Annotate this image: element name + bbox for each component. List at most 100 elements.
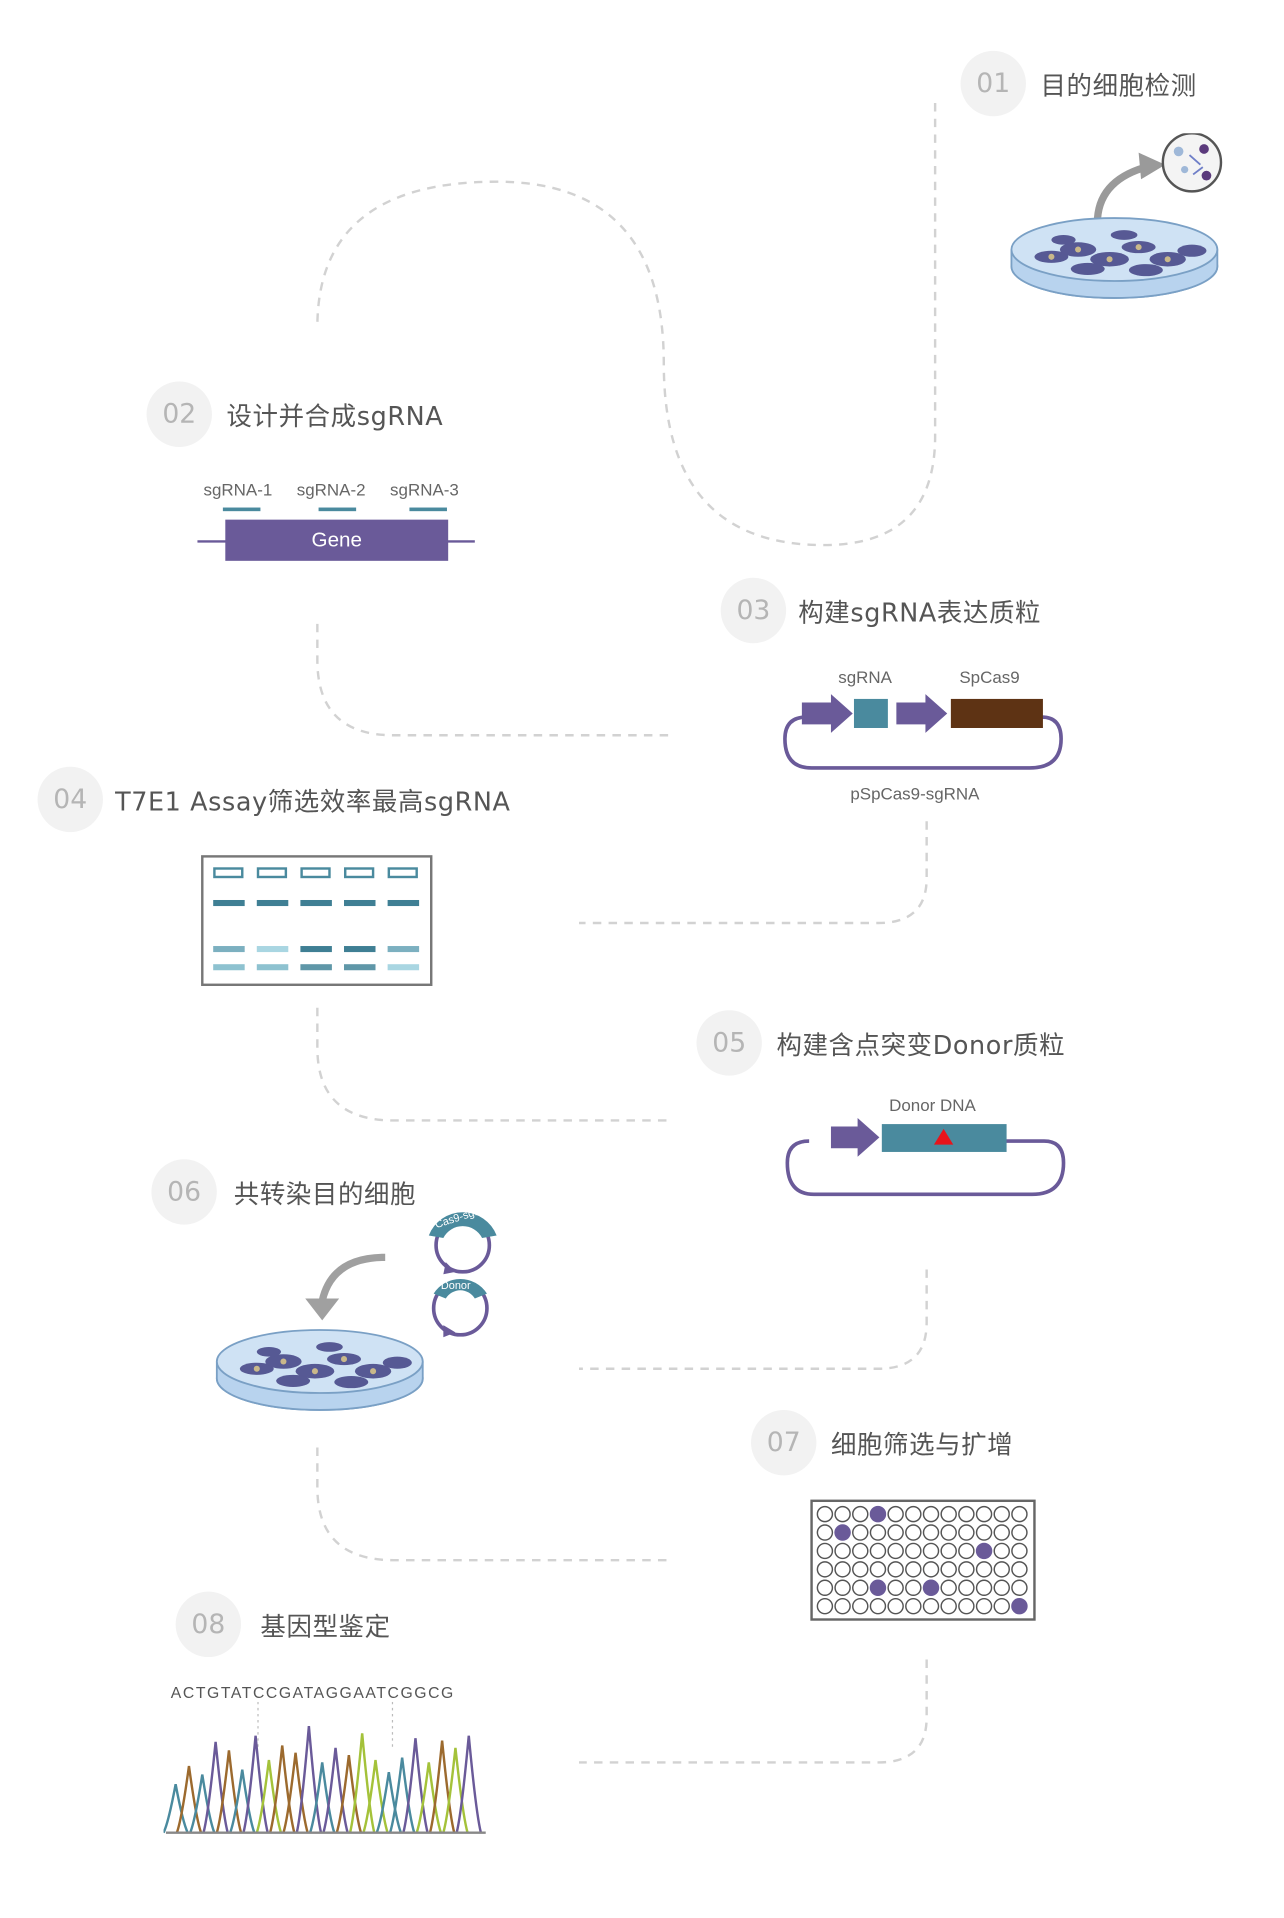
well	[922, 1524, 940, 1541]
well	[922, 1505, 940, 1523]
step-01-title: 目的细胞检测	[1040, 71, 1197, 101]
plasmid-sgrna-label: sgRNA	[838, 667, 892, 687]
donor-ring-label: Donor	[440, 1279, 471, 1292]
trace-peak	[255, 1759, 283, 1834]
chromatogram	[163, 1701, 486, 1834]
well	[834, 1505, 851, 1523]
well	[975, 1561, 993, 1578]
well	[922, 1597, 940, 1615]
trace-peak	[295, 1725, 323, 1833]
well	[905, 1542, 922, 1560]
well	[975, 1597, 993, 1615]
sgrna-1-label: sgRNA-1	[203, 479, 273, 500]
well	[940, 1505, 957, 1523]
trace-peak	[415, 1762, 443, 1834]
well	[975, 1542, 993, 1560]
trace-peak	[455, 1735, 483, 1833]
trace-peak	[163, 1784, 189, 1834]
well	[834, 1579, 851, 1597]
well	[905, 1561, 922, 1578]
cell-dish-illustration	[1010, 133, 1223, 299]
well	[887, 1524, 904, 1541]
well	[922, 1579, 940, 1597]
well	[1011, 1542, 1028, 1560]
well	[816, 1542, 834, 1560]
magnifier-icon	[1161, 133, 1223, 193]
well	[852, 1579, 869, 1597]
promoter-arrow-icon	[801, 694, 853, 733]
well	[887, 1542, 904, 1560]
trace-peak	[322, 1747, 349, 1834]
well	[834, 1524, 851, 1541]
trace-peak	[348, 1733, 376, 1833]
gel-image	[201, 855, 433, 986]
well	[852, 1561, 869, 1578]
donor-dna-label: Donor DNA	[889, 1095, 976, 1115]
well	[834, 1561, 851, 1578]
well	[993, 1561, 1010, 1578]
well	[852, 1505, 869, 1523]
well	[887, 1579, 904, 1597]
trace-peak	[242, 1735, 269, 1833]
sgrna-3-label: sgRNA-3	[390, 479, 459, 500]
promoter-arrow-icon	[830, 1118, 880, 1157]
well	[975, 1524, 993, 1541]
well	[1011, 1505, 1028, 1523]
well	[993, 1524, 1010, 1541]
well	[905, 1579, 922, 1597]
step-06-number: 06	[151, 1159, 217, 1225]
well	[958, 1542, 975, 1560]
sgrna-plasmid	[783, 694, 1063, 770]
step-07-title: 细胞筛选与扩增	[830, 1430, 1014, 1460]
promoter-arrow-icon	[896, 694, 948, 733]
step-08-number: 08	[175, 1591, 242, 1658]
step-05-number: 05	[696, 1010, 762, 1076]
trace-peak	[442, 1747, 469, 1834]
trace-peak	[428, 1740, 456, 1834]
trace-peak	[229, 1769, 256, 1834]
well	[869, 1524, 887, 1541]
step-02-number: 02	[146, 381, 212, 447]
well	[869, 1505, 887, 1523]
trace-peak	[215, 1750, 243, 1834]
trace-peak	[335, 1755, 363, 1834]
plasmid-name: pSpCas9-sgRNA	[850, 783, 980, 804]
well	[1011, 1524, 1028, 1541]
well	[975, 1505, 993, 1523]
gene-diagram	[197, 507, 475, 561]
well	[993, 1597, 1010, 1615]
step-05-title: 构建含点突变Donor质粒	[776, 1030, 1066, 1060]
trace-peak	[362, 1759, 389, 1834]
well	[940, 1561, 957, 1578]
step-02-title: 设计并合成sgRNA	[226, 402, 444, 432]
well	[834, 1542, 851, 1560]
well	[1011, 1561, 1028, 1578]
well	[816, 1524, 834, 1541]
trace-peak	[282, 1752, 309, 1834]
trace-peak	[388, 1757, 416, 1834]
well	[905, 1524, 922, 1541]
trace-peak	[202, 1741, 229, 1834]
well	[975, 1579, 993, 1597]
well	[958, 1505, 975, 1523]
curved-arrow-icon	[305, 1298, 340, 1321]
well	[816, 1561, 834, 1578]
well	[887, 1561, 904, 1578]
transfection-illustration	[215, 1212, 497, 1411]
step-03-title: 构建sgRNA表达质粒	[798, 598, 1042, 628]
well	[905, 1505, 922, 1523]
well	[816, 1505, 834, 1523]
well	[940, 1597, 957, 1615]
step-08-title: 基因型鉴定	[260, 1612, 391, 1642]
well	[1011, 1597, 1028, 1615]
well	[993, 1505, 1010, 1523]
well	[834, 1597, 851, 1615]
step-04-title: T7E1 Assay筛选效率最高sgRNA	[115, 787, 511, 817]
well	[1011, 1579, 1028, 1597]
sgrna-2-label: sgRNA-2	[296, 479, 366, 500]
point-mutation-icon	[933, 1128, 954, 1145]
plasmid-cas9-label: SpCas9	[959, 667, 1020, 687]
well	[940, 1579, 957, 1597]
